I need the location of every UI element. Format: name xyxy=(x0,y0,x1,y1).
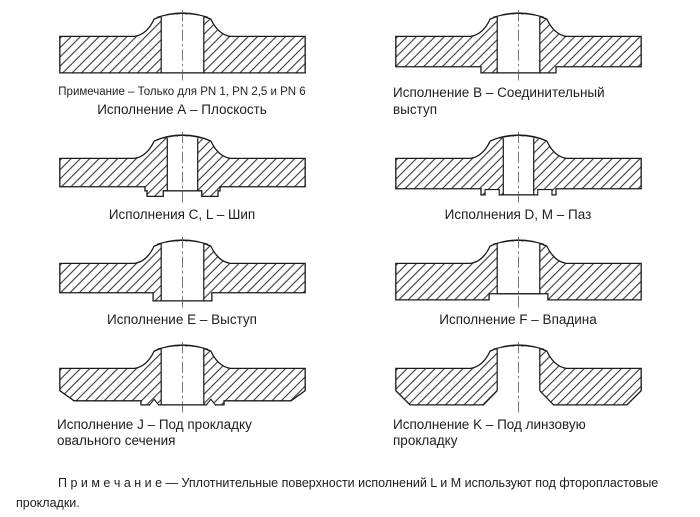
bore-edges xyxy=(162,134,202,192)
lens-seat-edges xyxy=(482,344,554,406)
flange-drawing-f xyxy=(394,236,642,310)
figure-b: Исполнение В – Соединительный выступ xyxy=(362,10,674,119)
groove-cut-left xyxy=(483,188,500,196)
flange-drawing-b xyxy=(394,10,642,83)
bore-edges xyxy=(156,12,208,74)
bore-edges xyxy=(156,239,208,302)
flange-drawing-cl xyxy=(58,131,306,205)
figure-f-caption: Исполнение F – Впадина xyxy=(439,311,597,327)
flange-drawing-a xyxy=(58,10,306,83)
figure-a-caption: Исполнение А – Плоскость xyxy=(97,101,267,117)
flange-drawing-dm xyxy=(394,131,642,205)
figure-k: Исполнение K – Под линзовую прокладку xyxy=(362,341,674,451)
bore-channel xyxy=(496,14,540,73)
figure-f: Исполнение F – Впадина xyxy=(362,236,674,329)
bore-edges xyxy=(492,239,544,295)
flange-drawing-e xyxy=(58,236,306,310)
footer-note: П р и м е ч а н и е — Уплотнительные пов… xyxy=(8,474,692,513)
flange-drawing-k xyxy=(394,341,642,415)
bore-channel xyxy=(160,346,204,404)
figure-b-caption: Исполнение В – Соединительный выступ xyxy=(393,85,605,117)
figure-a-note: Примечание – Только для PN 1, PN 2,5 и P… xyxy=(58,86,306,98)
figure-dm-caption: Исполнения D, M – Паз xyxy=(444,206,592,222)
footer-note-label: П р и м е ч а н и е xyxy=(58,476,163,491)
bore-edges xyxy=(498,134,538,196)
figure-k-caption: Исполнение K – Под линзовую прокладку xyxy=(393,416,586,449)
figure-j: Исполнение J – Под прокладку овального с… xyxy=(26,341,338,451)
bore-channel xyxy=(502,136,534,195)
oval-gasket-notch-left xyxy=(148,397,160,406)
figure-dm: Исполнения D, M – Паз xyxy=(362,131,674,224)
figure-e: Исполнение Е – Выступ xyxy=(26,236,338,329)
footer-note-text: — Уплотнительные поверхности исполнений … xyxy=(16,476,659,510)
figure-e-caption: Исполнение Е – Выступ xyxy=(107,311,257,327)
oval-gasket-notch-right xyxy=(204,397,216,406)
figure-a: Примечание – Только для PN 1, PN 2,5 и P… xyxy=(26,10,338,119)
figure-grid: Примечание – Только для PN 1, PN 2,5 и P… xyxy=(26,10,674,451)
bore-edges xyxy=(492,12,544,74)
figure-cl-caption: Исполнения C, L – Шип xyxy=(108,206,256,222)
bore-edges xyxy=(156,344,208,405)
groove-cut-right xyxy=(536,188,553,196)
flange-drawing-j xyxy=(58,341,306,415)
figure-cl: Исполнения C, L – Шип xyxy=(26,131,338,224)
bore-channel xyxy=(160,14,204,73)
figure-j-caption: Исполнение J – Под прокладку овального с… xyxy=(57,416,252,449)
